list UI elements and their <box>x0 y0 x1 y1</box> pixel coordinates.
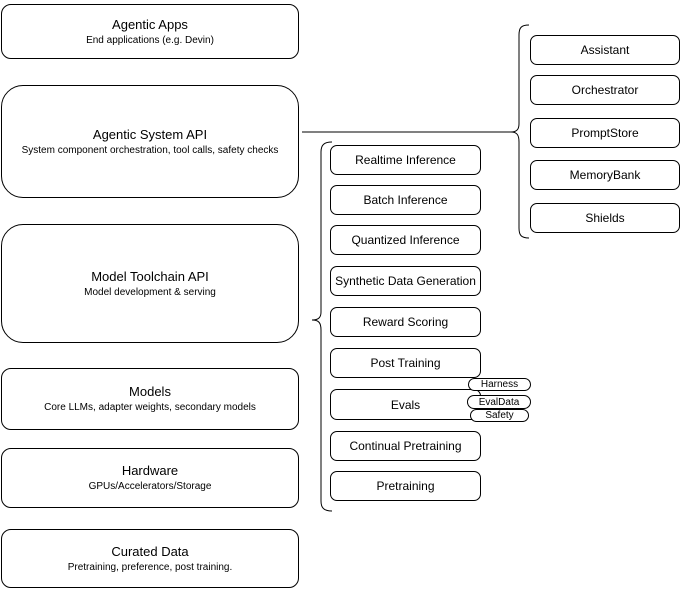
toolchain-item-post-training: Post Training <box>330 348 481 378</box>
node-subtitle: Pretraining, preference, post training. <box>67 561 233 573</box>
system-component-orchestrator: Orchestrator <box>530 75 680 105</box>
eval-tag-harness: Harness <box>468 378 531 391</box>
system-component-memorybank: MemoryBank <box>530 160 680 190</box>
system-component-promptstore: PromptStore <box>530 118 680 148</box>
toolchain-item-quantized-inference: Quantized Inference <box>330 225 481 255</box>
node-agentic-system-api: Agentic System API System component orch… <box>1 85 299 198</box>
node-subtitle: Model development & serving <box>84 286 216 298</box>
node-subtitle: GPUs/Accelerators/Storage <box>88 481 212 492</box>
eval-tag-safety: Safety <box>470 409 529 422</box>
node-title: Agentic Apps <box>112 16 188 32</box>
toolchain-item-reward-scoring: Reward Scoring <box>330 307 481 337</box>
system-component-shields: Shields <box>530 203 680 233</box>
node-agentic-apps: Agentic Apps End applications (e.g. Devi… <box>1 4 299 59</box>
node-title: Hardware <box>121 463 179 478</box>
node-title: Agentic System API <box>92 126 208 142</box>
toolchain-item-realtime-inference: Realtime Inference <box>330 145 481 175</box>
node-curated-data: Curated Data Pretraining, preference, po… <box>1 529 299 588</box>
node-model-toolchain-api: Model Toolchain API Model development & … <box>1 224 299 343</box>
node-subtitle: Core LLMs, adapter weights, secondary mo… <box>44 402 256 413</box>
toolchain-item-pretraining: Pretraining <box>330 471 481 501</box>
toolchain-item-continual-pretraining: Continual Pretraining <box>330 431 481 461</box>
node-hardware: Hardware GPUs/Accelerators/Storage <box>1 448 299 508</box>
system-component-assistant: Assistant <box>530 35 680 65</box>
node-subtitle: End applications (e.g. Devin) <box>86 34 214 46</box>
toolchain-brace <box>311 141 333 512</box>
node-subtitle: System component orchestration, tool cal… <box>21 144 279 156</box>
system-components-brace <box>510 24 530 239</box>
node-title: Curated Data <box>111 543 189 559</box>
node-title: Model Toolchain API <box>91 268 209 284</box>
toolchain-item-batch-inference: Batch Inference <box>330 185 481 215</box>
node-title: Models <box>129 384 171 399</box>
toolchain-item-synthetic-data-generation: Synthetic Data Generation <box>330 266 481 296</box>
eval-tag-evaldata: EvalData <box>467 395 531 409</box>
node-models: Models Core LLMs, adapter weights, secon… <box>1 368 299 430</box>
toolchain-item-evals: Evals <box>330 389 481 420</box>
